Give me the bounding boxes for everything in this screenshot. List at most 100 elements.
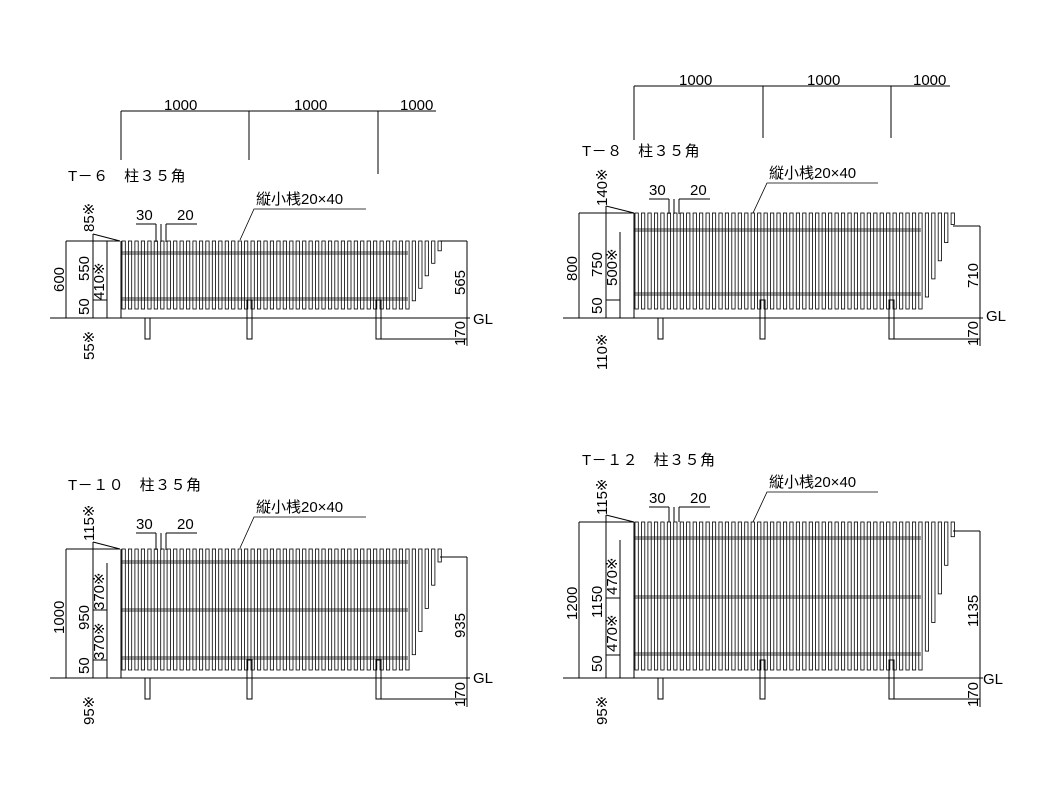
picket [654,212,659,310]
picket [705,212,710,310]
panel-t8: 1000 1000 1000 T－８ 柱３５角 30 20 縦小桟20×40 8… [563,72,1006,370]
picket [950,212,955,225]
left-dimension-lines [578,514,635,678]
top-span-label: 1000 [400,97,433,114]
picket [718,521,723,671]
picket [757,212,762,310]
picket [705,521,710,671]
picket [134,548,139,671]
picket [847,212,852,310]
picket [802,521,807,671]
picket [295,548,300,671]
post-depth: 170 [965,682,982,707]
picket [392,240,397,310]
picket [198,240,204,310]
picket [834,521,839,671]
picket [360,548,365,671]
fence-body [563,521,983,700]
picket [392,548,397,671]
picket-row [634,212,955,310]
panel-title: T－１０ 柱３５角 [68,477,202,494]
picket [834,212,839,310]
picket [724,521,729,671]
picket [398,548,403,671]
picket [437,548,442,563]
picket [763,521,768,671]
top-span-label: 1000 [164,97,197,114]
bottom-offset: 95※ [594,696,611,725]
picket [821,212,826,310]
picket [205,548,210,671]
picket [860,521,865,671]
picket [737,212,742,310]
picket [211,548,217,671]
picket [892,521,897,671]
picket [931,212,936,280]
picket [912,521,917,671]
picket [718,212,723,310]
picket [153,548,158,671]
picket [699,521,704,671]
picket [808,521,813,671]
picket [815,521,820,671]
spacing-label-20: 20 [690,490,707,507]
picket [892,212,897,310]
picket [211,240,217,310]
picket [302,240,307,310]
right-height: 565 [452,270,469,295]
left-part-upper: 1150 [589,586,606,618]
picket [660,521,665,671]
picket [912,212,917,310]
left-inner-span-lower: 470※ [604,614,621,652]
left-total-height: 1200 [564,587,581,620]
picket [186,548,191,671]
top-offset: 115※ [594,479,611,515]
picket [873,521,878,671]
picket [654,521,659,671]
picket [699,212,704,310]
picket [899,212,904,310]
top-span-label: 1000 [679,72,712,89]
picket [828,521,833,671]
picket [731,521,736,671]
picket [121,240,126,310]
picket [692,521,697,671]
left-total-height: 600 [51,267,68,292]
picket [250,240,255,310]
left-dimension-lines [65,233,121,318]
picket [295,240,300,310]
picket [263,240,268,310]
picket [847,521,852,671]
left-part-lower: 50 [589,655,606,672]
picket [153,240,158,310]
picket-label: 縦小桟20×40 [769,165,856,182]
picket [224,548,229,671]
picket [634,521,639,671]
picket [647,521,652,671]
left-inner-span: 500※ [604,248,621,286]
picket [186,240,191,310]
left-part-upper: 950 [76,605,93,630]
picket [853,521,858,671]
fence-body [563,212,983,340]
spacing-label-20: 20 [177,207,194,224]
picket [944,521,949,566]
picket [147,548,152,671]
top-offset: 140※ [594,168,611,206]
picket-row [121,548,442,671]
picket [373,240,378,310]
picket [770,521,775,671]
picket [327,548,333,671]
picket [160,548,165,671]
panel-title: T－６ 柱３５角 [68,168,186,185]
picket [712,521,717,671]
picket [231,240,236,310]
picket [282,548,287,671]
picket [873,212,878,310]
spacing-leaders [649,506,710,522]
picket [269,548,274,671]
picket [302,548,307,671]
picket [937,212,942,262]
spacing-leaders [136,223,197,242]
picket [886,212,891,310]
